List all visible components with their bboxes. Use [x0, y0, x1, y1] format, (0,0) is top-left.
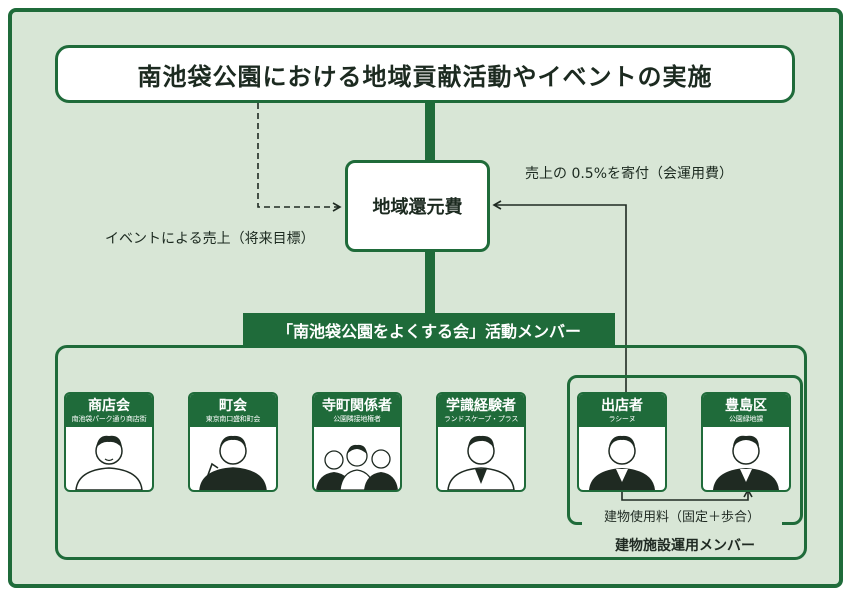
hub-box: 地域還元費	[345, 160, 490, 252]
title-box: 南池袋公園における地域貢献活動やイベントの実施	[55, 45, 795, 103]
person-illustration-icon	[75, 435, 143, 490]
card-sub: 南池袋パーク通り商店街	[71, 415, 147, 423]
member-card-teramachi: 寺町関係者 公園隣接地権者	[312, 392, 402, 492]
member-card-gakushiki: 学識経験者 ランドスケープ・プラス	[436, 392, 526, 492]
title-text: 南池袋公園における地域貢献活動やイベントの実施	[137, 62, 713, 91]
building-fee-label: 建物使用料（固定＋歩合）	[582, 506, 782, 525]
card-sub: 公園隣接地権者	[333, 415, 381, 423]
card-name: 出店者	[601, 398, 643, 414]
member-card-shotenkai: 商店会 南池袋パーク通り商店街	[64, 392, 154, 492]
card-header: 町会 東京南口盛和町会	[190, 394, 276, 427]
card-sub: ランドスケープ・プラス	[443, 415, 519, 423]
card-name: 町会	[219, 398, 247, 414]
card-header: 学識経験者 ランドスケープ・プラス	[438, 394, 524, 427]
banner-text: 「南池袋公園をよくする会」活動メンバー	[276, 322, 581, 341]
building-members-caption: 建物施設運用メンバー	[615, 538, 755, 554]
person-illustration-icon	[447, 435, 515, 490]
hub-text: 地域還元費	[372, 197, 463, 218]
donation-label: 売上の 0.5%を寄付（会運用費）	[525, 166, 734, 182]
card-header: 寺町関係者 公園隣接地権者	[314, 394, 400, 427]
card-name: 寺町関係者	[322, 398, 392, 414]
card-sub: 東京南口盛和町会	[205, 415, 261, 423]
card-name: 豊島区	[725, 398, 767, 414]
card-sub: 公園緑地課	[729, 415, 763, 423]
person-illustration-icon	[199, 435, 267, 490]
person-illustration-icon	[589, 435, 655, 490]
member-card-toshima: 豊島区 公園緑地課	[701, 392, 791, 492]
member-banner: 「南池袋公園をよくする会」活動メンバー	[243, 313, 615, 347]
card-name: 商店会	[88, 398, 130, 414]
donation-arrow-icon	[492, 200, 627, 395]
dashed-arrow-icon	[257, 103, 342, 212]
card-sub: ラシーヌ	[608, 415, 636, 423]
card-header: 豊島区 公園緑地課	[703, 394, 789, 427]
card-name: 学識経験者	[446, 398, 516, 414]
event-sales-label: イベントによる売上（将来目標）	[105, 231, 315, 247]
member-card-shutten: 出店者 ラシーヌ	[577, 392, 667, 492]
card-header: 商店会 南池袋パーク通り商店街	[66, 394, 152, 427]
person-illustration-icon	[713, 435, 779, 490]
fee-arrow-icon	[621, 484, 753, 501]
people-illustration-icon	[316, 444, 398, 490]
member-card-chokai: 町会 東京南口盛和町会	[188, 392, 278, 492]
card-header: 出店者 ラシーヌ	[579, 394, 665, 427]
